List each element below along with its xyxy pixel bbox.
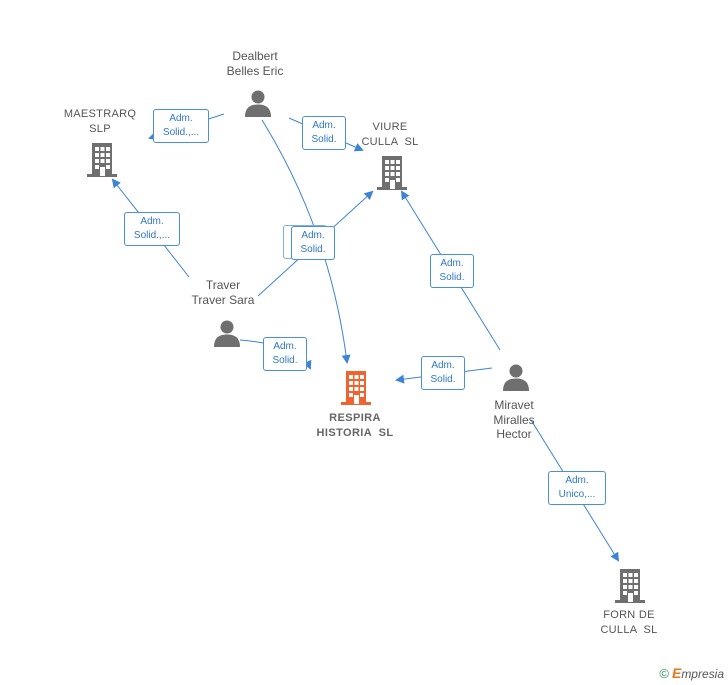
- edge-role-line2: Solid.: [311, 134, 337, 145]
- node-label-dealbert[interactable]: Dealbert Belles Eric: [226, 49, 284, 78]
- edge-role-line1: Adm.: [273, 341, 297, 352]
- edge-label-traver-respira[interactable]: Adm. Solid.: [263, 337, 307, 371]
- brand-name: mpresia: [681, 667, 724, 681]
- edge-role-line1: Adm.: [169, 113, 193, 124]
- edge-label-miravet-forn[interactable]: Adm. Unico,...: [548, 471, 606, 505]
- edge-label-miravet-respira[interactable]: Adm. Solid.: [421, 356, 465, 390]
- edge-role-line1: Adm.: [140, 216, 164, 227]
- edge-role-line2: Solid.: [300, 244, 326, 255]
- edge-role-line2: Solid.: [272, 355, 298, 366]
- edge-label-traver-maestrarq[interactable]: Adm. Solid.,...: [124, 212, 180, 246]
- edge-role-line2: Unico,...: [558, 489, 596, 500]
- node-label-respira[interactable]: RESPIRA HISTORIA SL: [316, 412, 394, 439]
- edge-role-line1: Adm.: [312, 120, 336, 131]
- brand-initial: E: [671, 665, 682, 681]
- node-label-viure[interactable]: VIURE CULLA SL: [361, 121, 419, 148]
- building-icon-viure[interactable]: [376, 155, 408, 191]
- edge-role-line2: Solid.,...: [133, 230, 171, 241]
- edge-role-line1: Adm.: [440, 258, 464, 269]
- copyright-footer: ©Empresia: [659, 665, 724, 681]
- node-label-forn[interactable]: FORN DE CULLA SL: [600, 609, 658, 636]
- edge-label-dealbert-maestrarq[interactable]: Adm. Solid.,...: [153, 109, 209, 143]
- brand-logo[interactable]: Empresia: [671, 665, 724, 681]
- edge-role-line2: Solid.: [430, 374, 456, 385]
- person-icon-traver[interactable]: [212, 318, 242, 348]
- edge-role-line1: Adm.: [565, 475, 589, 486]
- edge-label-dealbert-respira[interactable]: Adm. Solid.: [291, 226, 335, 260]
- building-icon-maestrarq[interactable]: [86, 142, 118, 178]
- edge-role-line1: Adm.: [431, 360, 455, 371]
- node-label-miravet[interactable]: Miravet Miralles Hector: [493, 398, 535, 441]
- edge-role-line2: Solid.,...: [162, 127, 200, 138]
- edge-role-line1: Adm.: [301, 230, 325, 241]
- edge-role-line2: Solid.: [439, 272, 465, 283]
- edge-label-dealbert-viure[interactable]: Adm. Solid.: [302, 116, 346, 150]
- person-icon-dealbert[interactable]: [243, 88, 273, 118]
- edge-label-miravet-viure[interactable]: Adm. Solid.: [430, 254, 474, 288]
- node-label-traver[interactable]: Traver Traver Sara: [191, 278, 255, 307]
- building-icon-respira-main[interactable]: [340, 370, 372, 406]
- copyright-icon: ©: [659, 666, 669, 681]
- person-icon-miravet[interactable]: [501, 362, 531, 392]
- building-icon-forn[interactable]: [614, 568, 646, 604]
- node-label-maestrarq[interactable]: MAESTRARQ SLP: [63, 108, 137, 135]
